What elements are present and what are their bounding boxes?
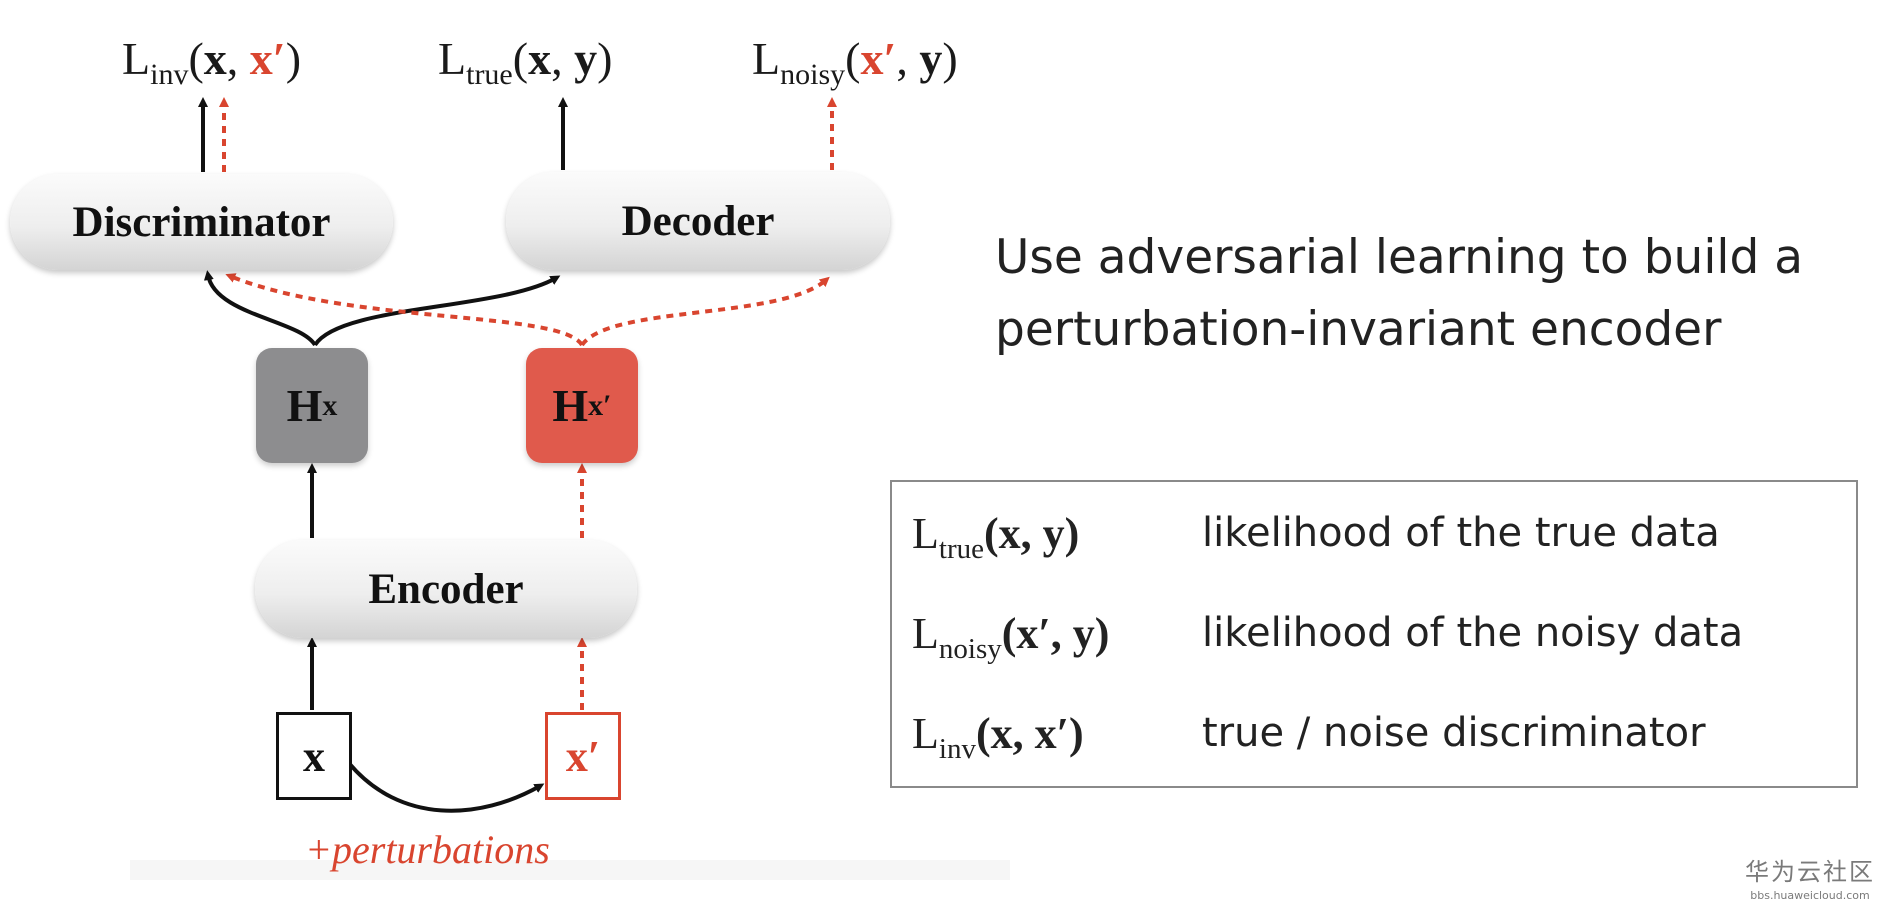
loss-true-label: Ltrue(x, y): [438, 33, 613, 91]
encoder-node: Encoder: [255, 540, 637, 638]
legend-desc: true / noise discriminator: [1202, 710, 1706, 756]
legend-term: Linv(x, x′): [912, 709, 1084, 765]
legend-term: Ltrue(x, y): [912, 509, 1080, 565]
ground-shadow: [130, 860, 1010, 880]
legend-term: Lnoisy(x′, y): [912, 609, 1110, 665]
legend-box: Ltrue(x, y) likelihood of the true data …: [890, 480, 1858, 788]
perturbations-label: +perturbations: [305, 827, 550, 872]
loss-noisy-label: Lnoisy(x′, y): [752, 33, 958, 91]
watermark-main: 华为云社区: [1745, 858, 1875, 886]
input-x-prime-box: x′: [545, 712, 621, 800]
legend-desc: likelihood of the noisy data: [1202, 610, 1744, 656]
discriminator-node: Discriminator: [10, 174, 393, 270]
watermark: 华为云社区 bbs.huaweicloud.com: [1740, 852, 1880, 902]
arrow-hxprime-to-discriminator: [225, 273, 584, 347]
input-x-box: x: [276, 712, 352, 800]
arrow-x-to-xprime: [346, 760, 545, 813]
loss-inv-label: Linv(x, x′): [122, 33, 302, 91]
decoder-node: Decoder: [506, 172, 890, 270]
legend-desc: likelihood of the true data: [1202, 510, 1720, 556]
arrow-hx-to-decoder: [313, 275, 561, 347]
arrow-hxprime-to-decoder: [580, 276, 830, 347]
watermark-url: bbs.huaweicloud.com: [1750, 889, 1870, 902]
headline-text: Use adversarial learning to build a pert…: [995, 230, 1804, 357]
arrow-hx-to-discriminator: [203, 270, 317, 347]
